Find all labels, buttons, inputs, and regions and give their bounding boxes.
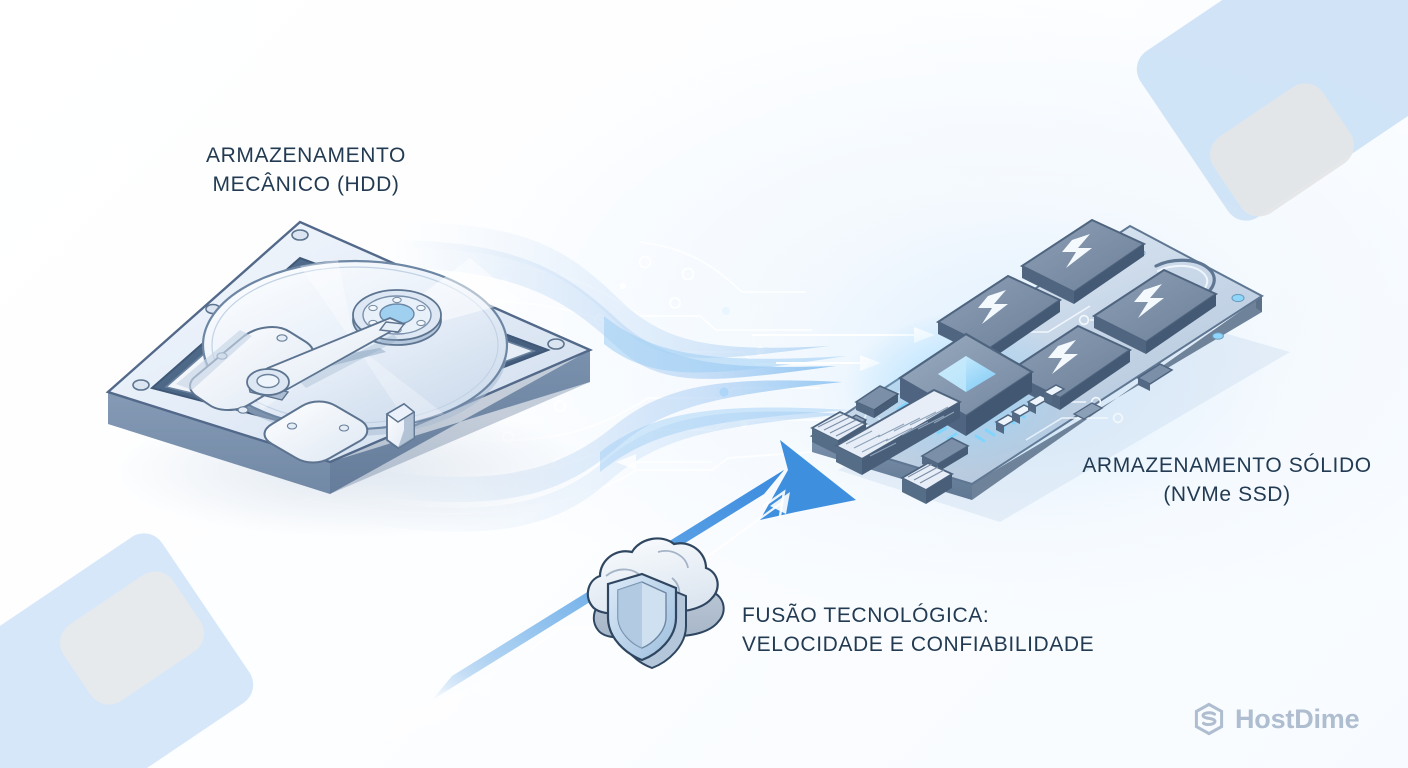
data-flow-streams — [352, 222, 850, 532]
nvme-ssd-module-icon — [809, 218, 1264, 504]
hexagon-stacked-s-icon — [1194, 702, 1224, 736]
hdd-connector-plate — [263, 400, 369, 464]
ssd-pad-array — [994, 384, 1066, 434]
shield-icon — [606, 572, 687, 670]
label-ssd: ARMAZENAMENTO SÓLIDO (NVMe SSD) — [1082, 454, 1372, 506]
m2-gold-finger-icon — [810, 388, 963, 504]
arrow-tail-fade — [380, 688, 470, 742]
cloud-shield-icon — [586, 537, 725, 670]
label-fusion: FUSÃO TECNOLÓGICA: VELOCIDADE E CONFIABI… — [742, 604, 1095, 656]
brand-wordmark: HostDime — [1235, 703, 1360, 734]
label-hdd: ARMAZENAMENTO MECÂNICO (HDD) — [206, 144, 406, 196]
hdd-ramp-latch — [385, 402, 416, 450]
hard-disk-drive-icon — [105, 220, 594, 494]
hdd-actuator-arm — [246, 317, 407, 401]
ssd-nand-chip — [1019, 218, 1147, 304]
ssd-nand-chip — [1091, 268, 1219, 354]
data-flow-arrowheads-reverse — [615, 454, 712, 470]
brand-logo: HostDime — [1192, 702, 1360, 736]
hdd-inner-bracket — [176, 330, 252, 390]
